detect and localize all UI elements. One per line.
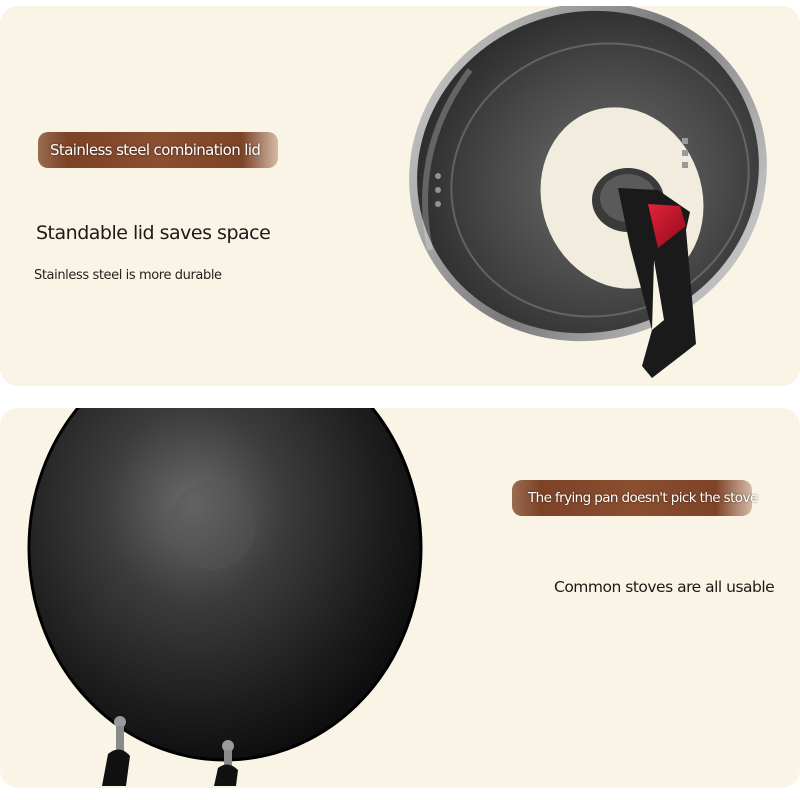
lid-feature-subtext: Stainless steel is more durable xyxy=(34,268,222,283)
glass-lid-image xyxy=(409,6,767,378)
stove-feature-panel: The frying pan doesn't pick the stove Co… xyxy=(0,408,800,788)
wok-bottom-image xyxy=(27,408,423,786)
stove-feature-heading: Common stoves are all usable xyxy=(554,578,775,596)
stove-feature-banner: The frying pan doesn't pick the stove xyxy=(512,480,758,516)
lid-feature-heading: Standable lid saves space xyxy=(36,222,271,244)
lid-feature-panel: Stainless steel combination lid Standabl… xyxy=(0,6,800,386)
lid-feature-banner: Stainless steel combination lid xyxy=(38,132,278,168)
lid-label-marks-icon xyxy=(682,138,688,168)
